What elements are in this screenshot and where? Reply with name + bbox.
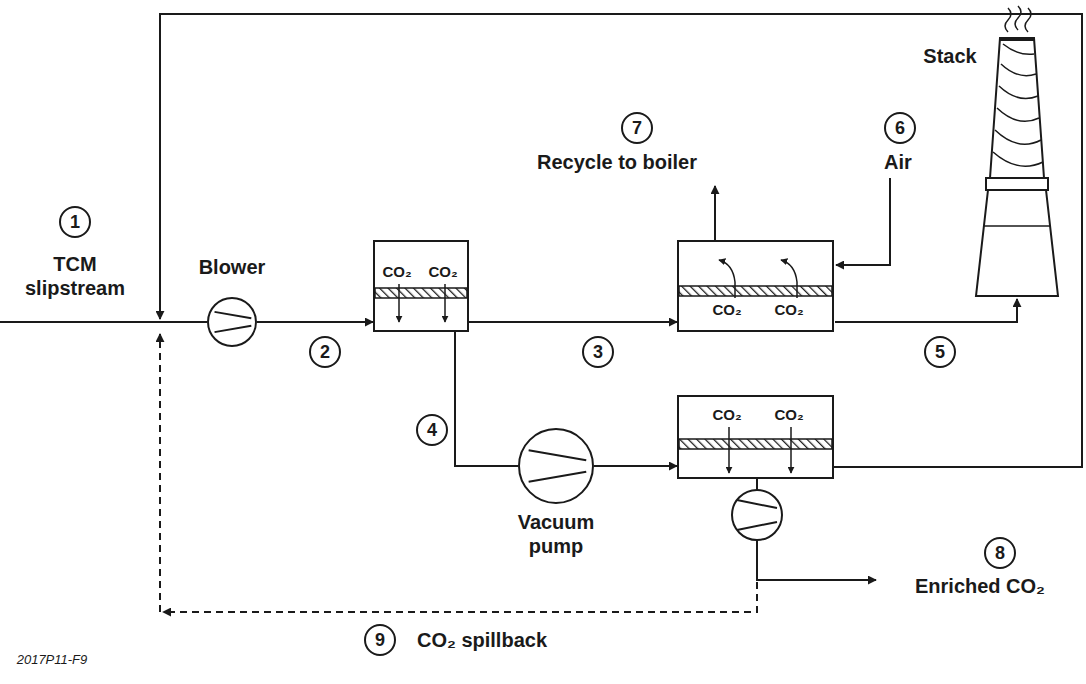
membrane-layer xyxy=(375,288,467,298)
stream-label: Recycle to boiler xyxy=(537,150,697,174)
stream-label: Enriched CO₂ xyxy=(915,574,1045,598)
compressor-symbol xyxy=(737,500,777,530)
machine-drawing xyxy=(209,299,255,345)
permeation-arrow xyxy=(790,427,792,473)
stream-connector xyxy=(257,321,373,323)
membrane-drawing xyxy=(679,397,832,477)
membrane-layer xyxy=(679,286,832,296)
callout-number: 3 xyxy=(582,336,614,368)
callout-number: 8 xyxy=(984,537,1016,569)
feed-line xyxy=(0,321,207,323)
spillback-line xyxy=(159,334,161,612)
species-label: CO₂ xyxy=(712,406,741,424)
machine-symbol: Vacuum pump xyxy=(518,428,594,504)
stream-label: CO₂ spillback xyxy=(417,628,547,652)
membrane-module: CO₂ CO₂ xyxy=(677,395,834,479)
permeation-arrow xyxy=(781,260,797,298)
stream-connector xyxy=(455,332,518,466)
stream-connector xyxy=(594,465,677,467)
stream-connector xyxy=(160,14,1082,467)
stream-label: Air xyxy=(884,150,912,174)
stream-label: Stack xyxy=(923,44,976,68)
callout-number: 2 xyxy=(309,336,341,368)
retentate-line xyxy=(835,299,1017,322)
compressor-symbol xyxy=(732,490,782,540)
air-line xyxy=(836,178,890,265)
machine-label: Vacuum pump xyxy=(511,510,601,558)
stack-illustration xyxy=(976,6,1058,296)
stream-connector xyxy=(469,321,677,323)
species-label: CO₂ xyxy=(712,301,741,319)
callout-number: 6 xyxy=(884,112,916,144)
callout-number: 5 xyxy=(924,336,956,368)
spillback-line xyxy=(163,582,757,612)
permeation-arrow xyxy=(719,260,735,298)
membrane-drawing xyxy=(375,242,467,330)
permeation-arrow xyxy=(398,284,400,322)
membrane-layer xyxy=(679,439,832,449)
species-label: CO₂ xyxy=(774,406,803,424)
callout-number: 7 xyxy=(621,112,653,144)
membrane-module: CO₂ CO₂ xyxy=(373,240,469,332)
species-label: CO₂ xyxy=(774,301,803,319)
callout-number: 4 xyxy=(416,414,448,446)
membrane-drawing xyxy=(679,242,832,330)
figure-id: 2017P11-F9 xyxy=(17,648,88,672)
permeation-arrow xyxy=(444,284,446,322)
product-line xyxy=(757,540,876,580)
species-label: CO₂ xyxy=(428,263,457,281)
compressor-line xyxy=(756,478,758,490)
machine-drawing xyxy=(520,430,592,502)
permeation-arrow xyxy=(728,427,730,473)
machine-blades xyxy=(529,450,587,482)
machine-symbol: Blower xyxy=(207,297,257,347)
stream-label: TCM slipstream xyxy=(20,252,130,300)
callout-number: 9 xyxy=(364,624,396,656)
machine-blades xyxy=(215,312,252,332)
callout-number: 1 xyxy=(59,206,91,238)
machine-label: Blower xyxy=(199,255,266,279)
species-label: CO₂ xyxy=(382,263,411,281)
membrane-module: CO₂ CO₂ xyxy=(677,240,834,332)
